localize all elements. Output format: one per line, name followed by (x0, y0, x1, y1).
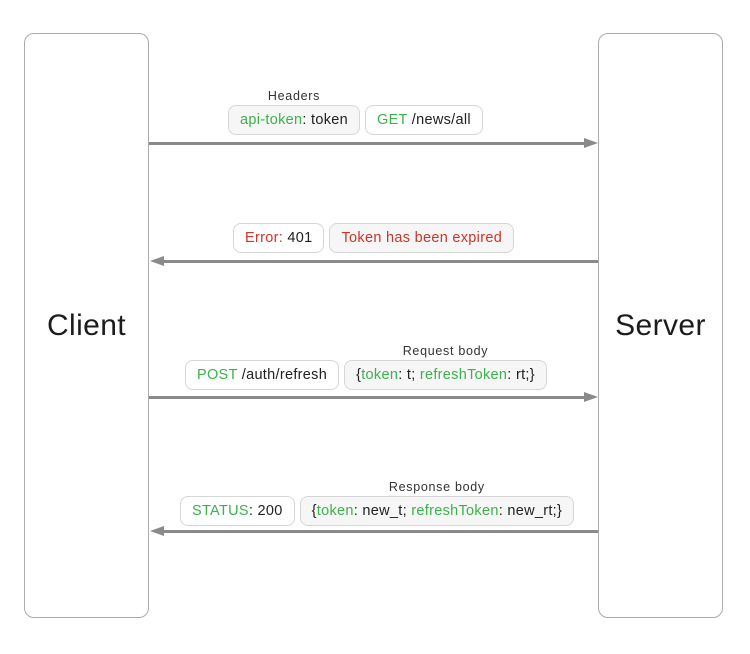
text-part: : token (302, 112, 348, 128)
message-status-group: STATUS: 200 Response body {token: new_t;… (180, 480, 575, 526)
text-part: : new_rt;} (498, 503, 563, 519)
code-token: refreshToken (419, 367, 508, 383)
response-body-label: Response body (388, 480, 485, 494)
code-token: GET (377, 112, 408, 128)
client-actor-box: Client (24, 33, 149, 618)
code-token: token (361, 367, 399, 383)
message-box-status-200: STATUS: 200 (180, 496, 295, 526)
message-box-error-401: Error: 401 (233, 223, 325, 253)
message-refresh-group: POST /auth/refresh Request body {token: … (185, 344, 547, 390)
client-label: Client (46, 308, 127, 342)
message-error-group: Error: 401 Token has been expired (233, 223, 515, 253)
text-part: { (311, 503, 317, 519)
text-part: : new_t; (353, 503, 412, 519)
text-part: : t; (398, 367, 420, 383)
code-token: token (316, 503, 354, 519)
message-box-token-expired: Token has been expired (329, 223, 515, 253)
arrowhead-left-icon (150, 526, 164, 536)
text-part: /news/all (407, 112, 471, 128)
arrow-request-headers (149, 138, 598, 148)
code-token: POST (197, 367, 238, 383)
arrowhead-right-icon (584, 138, 598, 148)
message-headers-group: Headers api-token: token GET /news/all (228, 89, 483, 135)
request-body-label: Request body (402, 344, 489, 358)
text-part: Token has been expired (341, 230, 503, 246)
headers-label: Headers (267, 89, 321, 103)
arrow-request-refresh (149, 392, 598, 402)
message-box-request-body: Request body {token: t; refreshToken: rt… (344, 344, 547, 390)
arrowhead-right-icon (584, 392, 598, 402)
text-part: /auth/refresh (237, 367, 328, 383)
arrowhead-left-icon (150, 256, 164, 266)
text-part: : rt;} (507, 367, 535, 383)
message-box-api-token: Headers api-token: token (228, 89, 360, 135)
text-part: 401 (283, 230, 313, 246)
arrow-response-401 (150, 256, 598, 266)
text-part: : 200 (248, 503, 283, 519)
message-box-post-refresh: POST /auth/refresh (185, 360, 340, 390)
text-part: { (356, 367, 362, 383)
arrow-response-200 (150, 526, 598, 536)
code-token: STATUS (192, 503, 249, 519)
message-box-response-body: Response body {token: new_t; refreshToke… (299, 480, 575, 526)
code-token: api-token (240, 112, 303, 128)
message-box-get-news: GET /news/all (365, 105, 483, 135)
code-token: refreshToken (411, 503, 499, 519)
code-token: Error: (245, 230, 284, 246)
server-actor-box: Server (598, 33, 723, 618)
server-label: Server (615, 308, 706, 342)
